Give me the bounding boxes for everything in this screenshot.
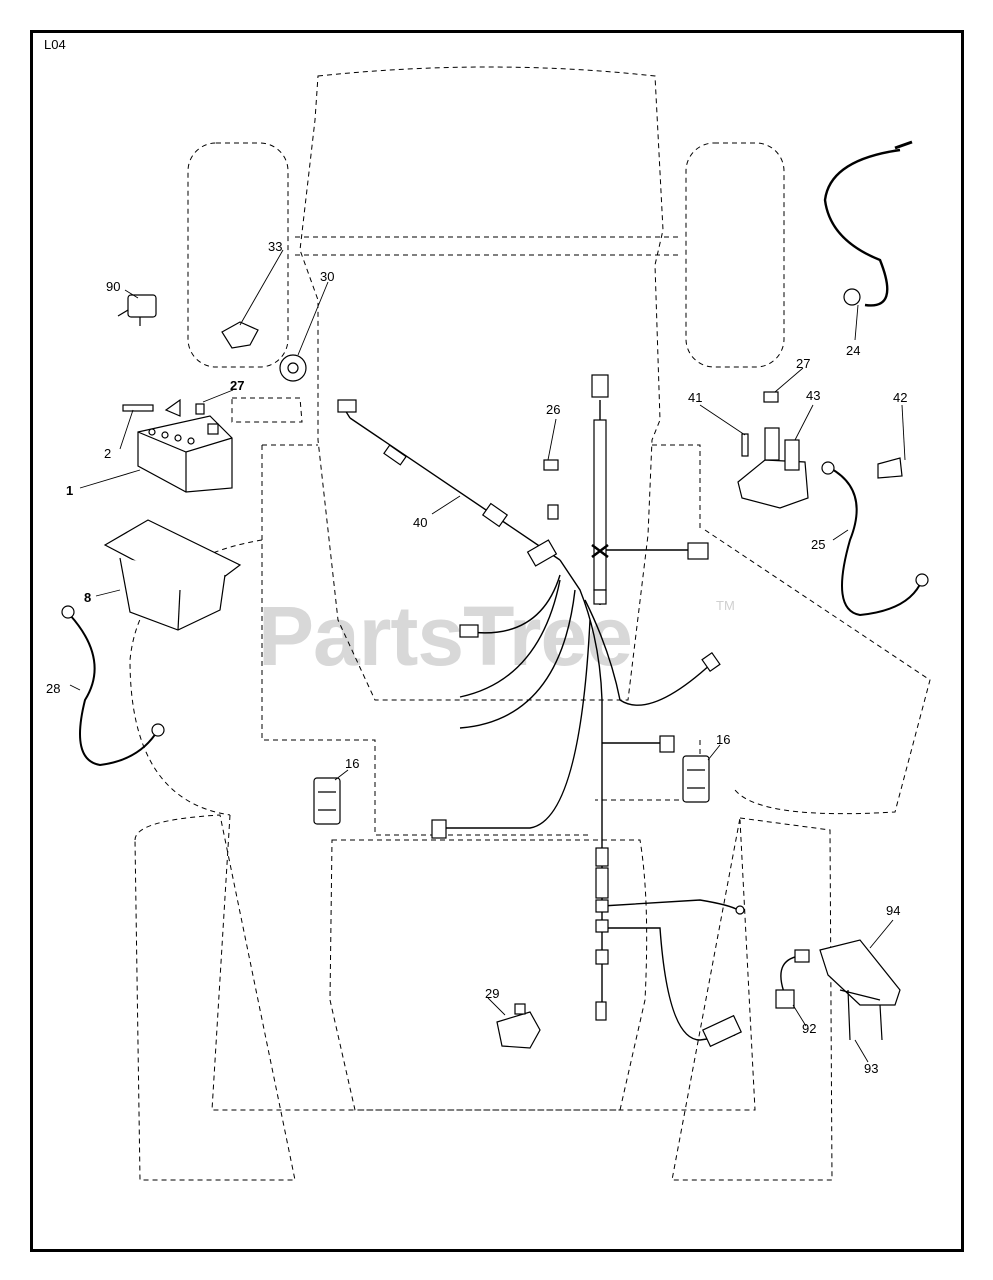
battery-1-icon [137,415,233,493]
bolt-41-icon [741,433,749,457]
callout-26: 26 [546,402,561,417]
connector-16-icon [659,735,675,753]
callout-16-right: 16 [716,732,731,747]
callout-90: 90 [106,279,121,294]
watermark-tm: TM [716,598,735,613]
tractor-outline [129,66,931,1181]
plug-left-1-icon [459,624,479,638]
connector-92-icon [775,989,795,1009]
callout-2: 2 [104,446,112,461]
ignition-module-94-icon [819,939,901,1006]
relay-90-icon [117,294,157,326]
connector-top-icon [591,374,609,398]
terminal-25a-icon [821,461,835,475]
front-left-wheel-outline [187,142,289,368]
terminal-28a-icon [61,605,75,619]
key-switch-30-icon [279,354,307,382]
connector-40a-icon [337,399,357,413]
screws-93-icon [847,989,883,1041]
harness-wires [69,148,923,1041]
terminal-28b-icon [151,723,165,737]
callout-27-battery: 27 [230,378,245,393]
bracket-33-icon [221,321,259,349]
front-right-wheel-outline [685,142,785,368]
callout-25: 25 [811,537,826,552]
callout-33: 33 [268,239,283,254]
callout-94: 94 [886,903,901,918]
switch-16-right-icon [682,755,710,803]
callout-42: 42 [893,390,908,405]
plug-40-icon [547,504,559,520]
nut-27-solenoid-icon [763,391,779,403]
boot-42-icon [877,457,903,479]
connector-seat-icon [431,819,447,839]
callout-24: 24 [846,343,861,358]
callout-28: 28 [46,681,61,696]
solenoid-43-icon [737,427,809,509]
callout-92: 92 [802,1021,817,1036]
parts [61,140,929,1049]
leader-lines [69,249,906,1063]
connector-right-icon [687,542,709,560]
terminal-24-icon [843,288,861,306]
connector-pto-icon [701,1014,743,1048]
terminal-25b-icon [915,573,929,587]
rear-left-wheel-outline [134,814,296,1181]
diagram-frame [30,30,964,1252]
callout-27-solenoid: 27 [796,356,811,371]
callout-30: 30 [320,269,335,284]
callout-8: 8 [84,590,92,605]
watermark: PartsTree [258,589,633,683]
seat-switch-29-icon [496,1003,541,1049]
callout-43: 43 [806,388,821,403]
callout-93: 93 [864,1061,879,1076]
bolt-2-icon [122,398,205,417]
rear-right-wheel-outline [671,817,833,1181]
switch-16-left-icon [313,777,341,825]
callout-1: 1 [66,483,74,498]
sheet-code: L04 [44,37,66,52]
callout-41: 41 [688,390,703,405]
callout-16-left: 16 [345,756,360,771]
sleeve-40a-icon [383,444,407,466]
callout-40: 40 [413,515,428,530]
cable-24-end-icon [894,140,913,150]
fuse-26-icon [543,459,559,471]
battery-tray-8-icon [103,519,242,631]
callout-29: 29 [485,986,500,1001]
connector-40b-icon [526,539,558,567]
